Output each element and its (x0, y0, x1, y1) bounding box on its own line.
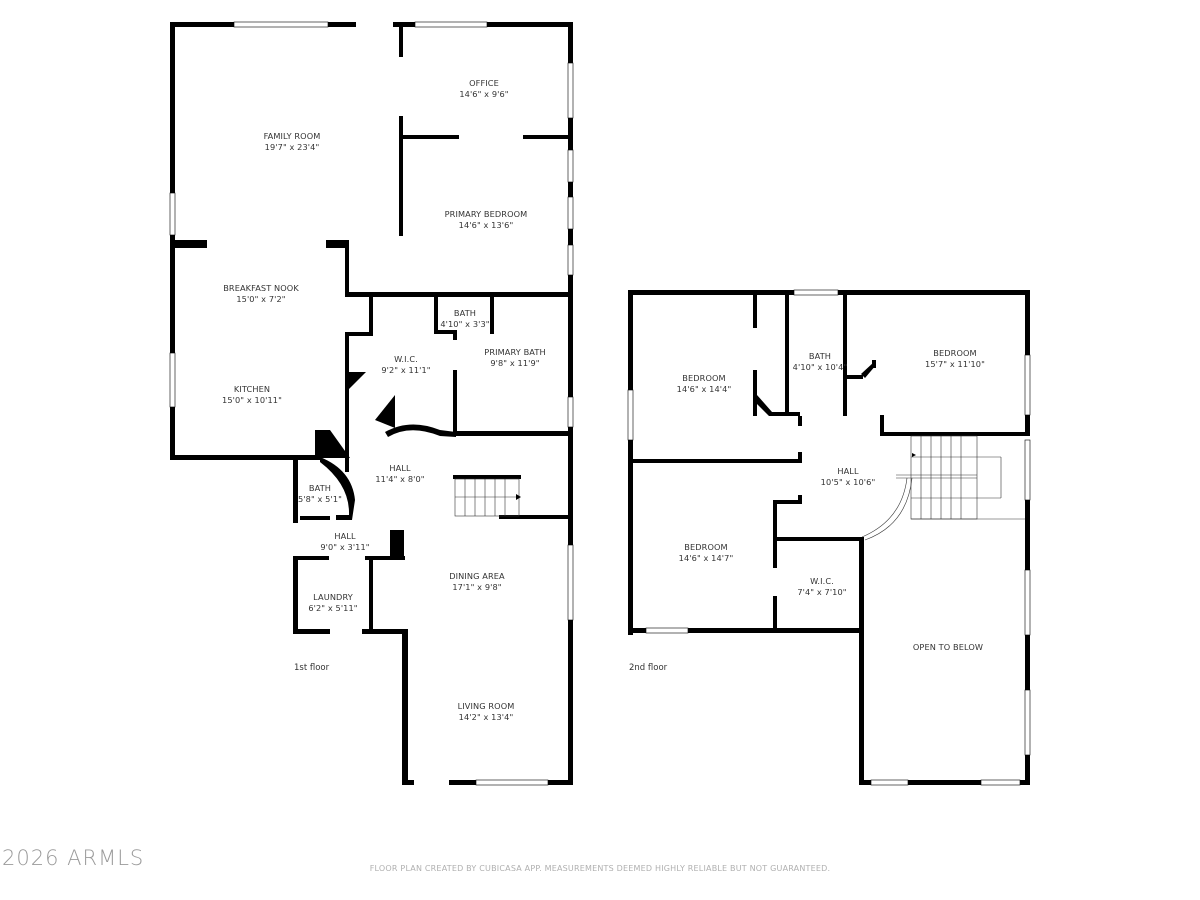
room-name: BATH (308, 483, 332, 493)
room-name: HALL (334, 531, 356, 541)
room-name: BEDROOM (682, 373, 726, 383)
second-floor-stairs (861, 435, 1025, 541)
room-dims: 4'10" x 10'4" (792, 362, 848, 372)
room-name: DINING AREA (449, 571, 505, 581)
room-dims: 9'0" x 3'11" (320, 542, 370, 552)
room-label-open-to-below: OPEN TO BELOW (913, 642, 983, 653)
first-floor-windows (169, 21, 574, 786)
room-name: BEDROOM (684, 542, 728, 552)
room-dims: 14'6" x 14'7" (678, 553, 734, 563)
room-dims: 11'4" x 8'0" (375, 474, 425, 484)
room-dims: 15'7" x 11'10" (925, 359, 985, 369)
room-dims: 14'6" x 13'6" (458, 220, 514, 230)
room-name: PRIMARY BEDROOM (444, 209, 528, 219)
room-name: BATH (808, 351, 832, 361)
room-dims: 7'4" x 7'10" (797, 587, 847, 597)
room-dims: 6'2" x 5'11" (308, 603, 358, 613)
room-name: BATH (453, 308, 477, 318)
room-dims: 14'6" x 9'6" (459, 89, 509, 99)
room-dims: 5'8" x 5'1" (297, 494, 343, 504)
room-dims: 14'2" x 13'4" (458, 712, 514, 722)
room-dims: 15'0" x 7'2" (236, 294, 286, 304)
second-floor-windows (627, 289, 1031, 786)
watermark: 2026 ARMLS (2, 846, 145, 870)
room-name: W.I.C. (810, 576, 834, 586)
room-name: LIVING ROOM (457, 701, 515, 711)
floor-label-2nd: 2nd floor (629, 663, 668, 673)
room-dims: 14'6" x 14'4" (676, 384, 732, 394)
room-name: HALL (389, 463, 411, 473)
room-dims: 4'10" x 3'3" (440, 319, 490, 329)
room-name: BEDROOM (933, 348, 977, 358)
room-name: HALL (837, 466, 859, 476)
room-name: LAUNDRY (313, 592, 353, 602)
room-dims: 9'8" x 11'9" (490, 358, 540, 368)
floor-label-1st: 1st floor (294, 663, 330, 673)
room-name: OFFICE (469, 78, 499, 88)
room-label-upstairs-wic: W.I.C.7'4" x 7'10" (797, 576, 846, 598)
disclaimer-text: FLOOR PLAN CREATED BY CUBICASA APP. MEAS… (369, 864, 831, 873)
room-name: OPEN TO BELOW (912, 642, 984, 652)
room-dims: 19'7" x 23'4" (264, 142, 320, 152)
room-dims: 15'0" x 10'11" (222, 395, 282, 405)
room-name: BREAKFAST NOOK (223, 283, 299, 293)
room-name: W.I.C. (394, 354, 418, 364)
room-name: PRIMARY BATH (484, 347, 546, 357)
room-dims: 10'5" x 10'6" (820, 477, 876, 487)
room-label-wic: W.I.C.9'2" x 11'1" (381, 354, 430, 376)
room-dims: 9'2" x 11'1" (381, 365, 431, 375)
first-floor-stairs (454, 478, 520, 517)
room-name: FAMILY ROOM (263, 131, 321, 141)
room-dims: 17'1" x 9'8" (452, 582, 502, 592)
room-name: KITCHEN (233, 384, 271, 394)
